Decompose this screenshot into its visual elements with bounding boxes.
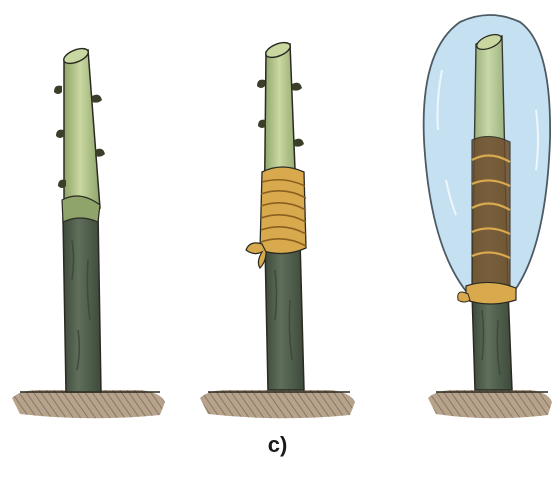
ground-mound bbox=[428, 390, 552, 418]
step-1-graft-unbound bbox=[12, 46, 165, 419]
ground-mound bbox=[12, 390, 165, 418]
step-2-graft-tied bbox=[200, 40, 355, 419]
rootstock-stem bbox=[472, 290, 512, 390]
twine-knot bbox=[246, 243, 266, 268]
wrapped-union bbox=[472, 136, 510, 296]
rootstock-stem bbox=[265, 240, 304, 390]
figure-caption: c) bbox=[0, 432, 555, 458]
step-3-graft-bagged bbox=[424, 15, 552, 418]
bag-tie bbox=[458, 282, 516, 304]
rootstock-stem bbox=[63, 212, 101, 392]
ground-mound bbox=[200, 390, 355, 418]
scion-shoot bbox=[64, 50, 100, 214]
